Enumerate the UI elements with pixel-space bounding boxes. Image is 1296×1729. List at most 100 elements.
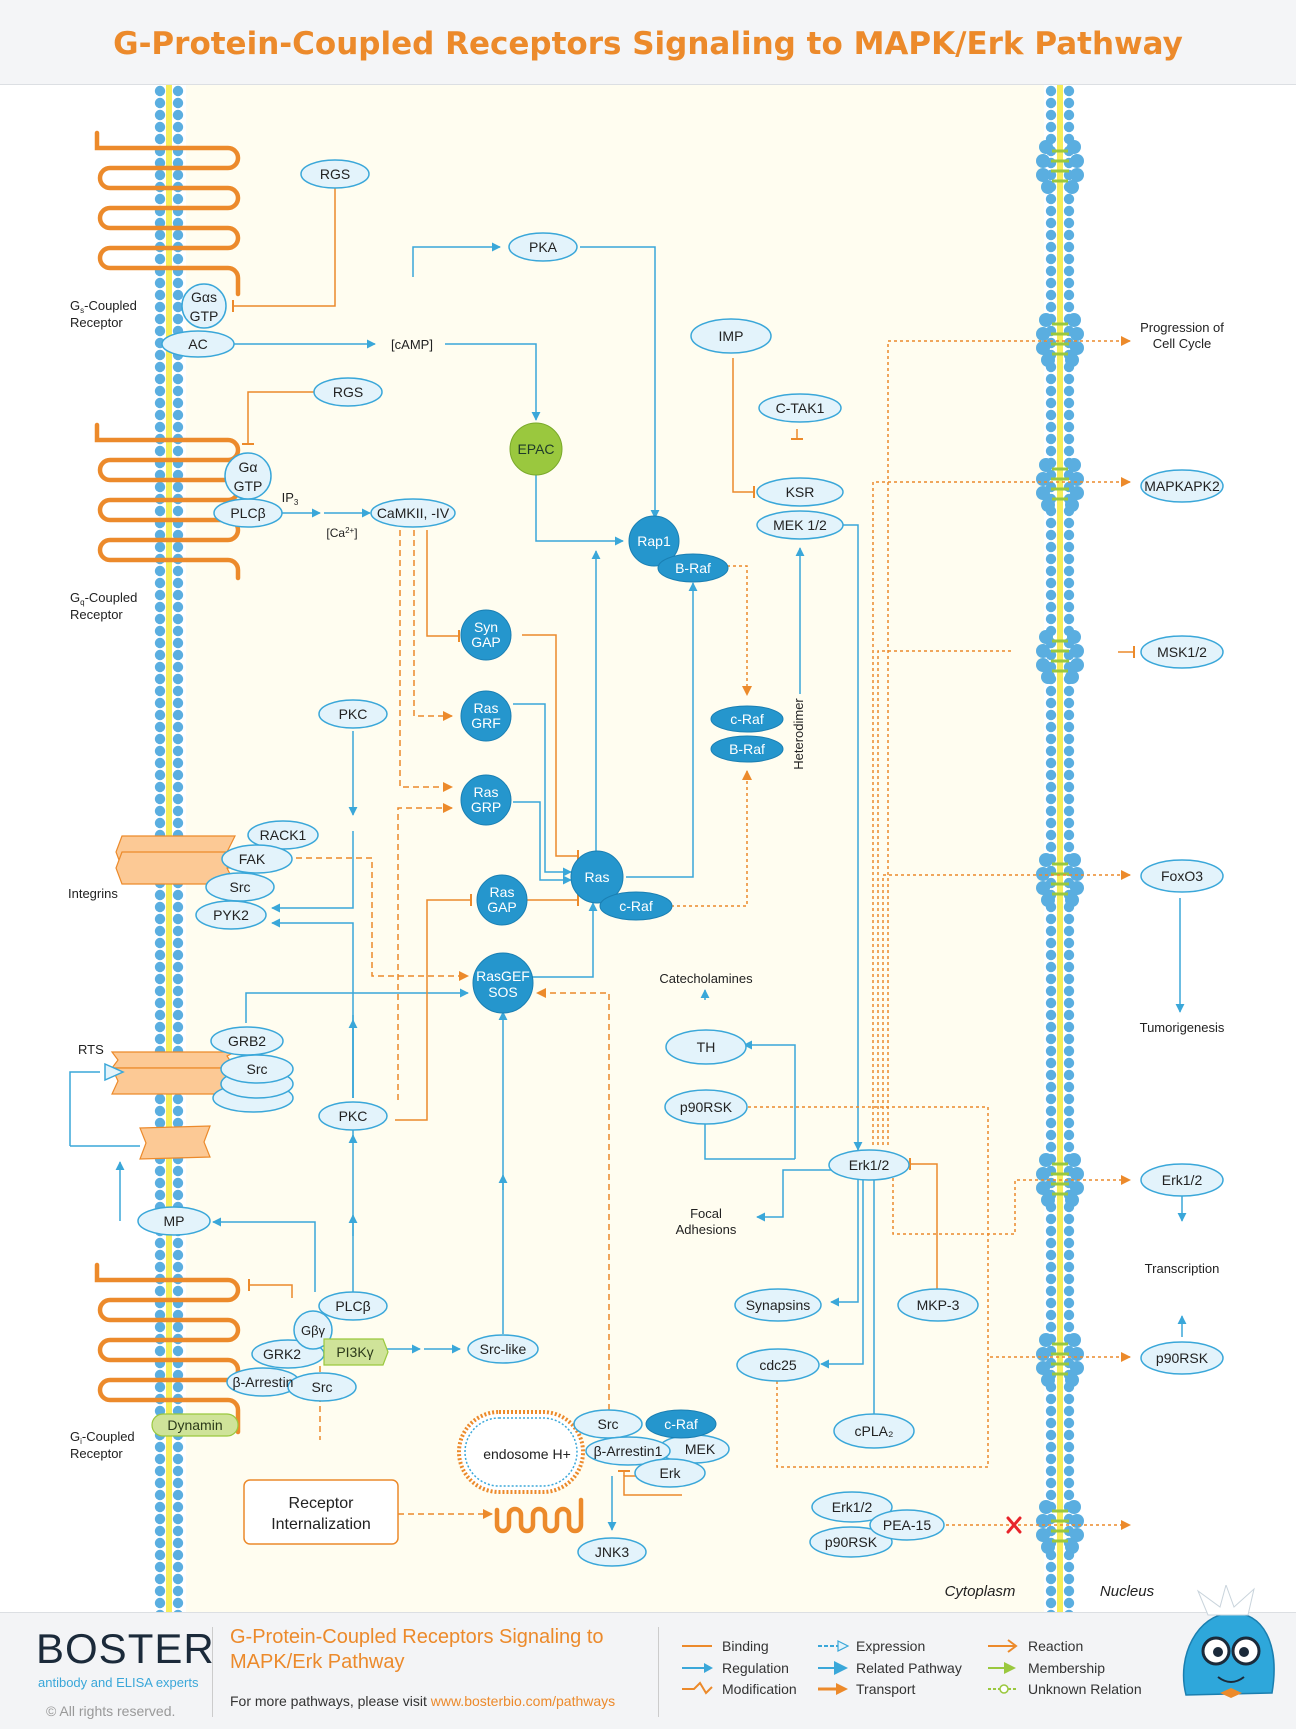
nucleus-label: Nucleus [1100, 1583, 1155, 1600]
header-bar [0, 0, 1296, 85]
camp-label: [cAMP] [391, 337, 433, 352]
nuclear-pore [1036, 140, 1084, 194]
cdc25-node [736, 1348, 820, 1382]
src-node-2 [220, 1054, 294, 1084]
footer-divider [212, 1627, 213, 1717]
rasgap-label-1: Ras [490, 884, 515, 900]
rts-triangle-icon [104, 1062, 125, 1082]
th-label: TH [697, 1039, 716, 1055]
synapsins-label: Synapsins [746, 1297, 811, 1313]
fak-label: FAK [239, 851, 266, 867]
rasgap-node [476, 874, 528, 926]
mascot-icon [1182, 1585, 1275, 1698]
p90rsk-node-nucleus [1140, 1341, 1224, 1375]
mkp3-node [897, 1288, 979, 1322]
pi3k-label: PI3Kγ [336, 1344, 373, 1360]
braf-label-hetero: B-Raf [729, 741, 765, 757]
gi-receptor-label-2: Receptor [70, 1446, 123, 1461]
integrins-label: Integrins [68, 886, 118, 901]
legend-modification: Modification [722, 1681, 797, 1697]
blocked-x-icon [1006, 1516, 1022, 1534]
pathway-diagram: RGS Gαs GTP AC [cAMP] PKA RGS Gα GTP PLC… [68, 85, 1225, 1612]
erk-label-bottom: Erk1/2 [832, 1499, 873, 1515]
src-label-2: Src [247, 1061, 268, 1077]
erk-node-bottom [811, 1491, 893, 1523]
ctak1-node [758, 393, 842, 423]
craf-node-hetero [710, 705, 784, 733]
syngap-label-2: GAP [471, 634, 501, 650]
footer-divider-2 [658, 1627, 659, 1717]
rgs-node-1 [300, 159, 370, 189]
ras-label: Ras [585, 869, 610, 885]
erk-label-center: Erk1/2 [849, 1157, 890, 1173]
mek12-node [756, 510, 844, 540]
msk12-node [1140, 635, 1224, 669]
src-label-endosome: Src [598, 1416, 619, 1432]
plcb-label-2: PLCβ [335, 1298, 370, 1314]
pi3k-node [323, 1338, 389, 1366]
pkc-label-2: PKC [339, 1108, 368, 1124]
legend-unknown-relation: Unknown Relation [1028, 1681, 1142, 1697]
footer-title-1: G-Protein-Coupled Receptors Signaling to [230, 1626, 604, 1648]
gby-node [293, 1310, 333, 1350]
nuclear-pore [1036, 1153, 1084, 1207]
erk-node-center [828, 1149, 910, 1181]
ctak1-label: C-TAK1 [776, 400, 825, 416]
cpla2-node [833, 1413, 915, 1449]
jnk3-node [577, 1537, 647, 1567]
craf-node-2 [599, 891, 673, 921]
rgs-label-1: RGS [320, 166, 350, 182]
pkc-label-1: PKC [339, 706, 368, 722]
ga-label: Gα [239, 459, 258, 475]
legend-transport: Transport [856, 1681, 916, 1697]
grb2-label: GRB2 [228, 1033, 266, 1049]
endosome-receptor-icon [494, 1497, 584, 1534]
gi-receptor-icon [94, 1262, 241, 1435]
legend-icons [682, 1639, 1018, 1695]
braf-node-hetero [710, 735, 784, 763]
plcb-node-2 [318, 1291, 388, 1321]
src-label-3: Src [312, 1379, 333, 1395]
fak-node [221, 844, 293, 874]
epac-label: EPAC [517, 441, 554, 457]
gas-gtp-label: GTP [190, 308, 219, 324]
b-arrestin1-label: β-Arrestin1 [594, 1443, 663, 1459]
pka-label: PKA [529, 239, 558, 255]
focal-label-2: Adhesions [676, 1222, 737, 1237]
legend-membership: Membership [1028, 1660, 1106, 1676]
src-like-node [467, 1334, 539, 1364]
mapkapk2-label: MAPKAPK2 [1144, 478, 1220, 494]
nuclear-pore [1036, 1500, 1084, 1554]
pka-node [508, 232, 578, 262]
catecholamines-label: Catecholamines [659, 971, 753, 986]
transcription-label: Transcription [1145, 1261, 1220, 1276]
gs-receptor-label: Gs-Coupled [70, 298, 137, 315]
heterodimer-label: Heterodimer [791, 698, 806, 770]
rasgrf-label-1: Ras [474, 700, 499, 716]
endosome-label: endosome H+ [483, 1446, 571, 1462]
nuclear-pore [1036, 630, 1084, 684]
ksr-node [756, 477, 844, 507]
reaction-arrow-icon [988, 1639, 1018, 1653]
erk-label-endosome: Erk [660, 1465, 682, 1481]
pathways-link[interactable]: www.bosterbio.com/pathways [430, 1693, 616, 1709]
ac-node [161, 330, 235, 358]
rgs-label-2: RGS [333, 384, 363, 400]
ac-label: AC [188, 336, 207, 352]
src-like-label: Src-like [480, 1341, 527, 1357]
rasgrp-label-1: Ras [474, 784, 499, 800]
gas-gtp-node [181, 283, 227, 329]
dynamin-label: Dynamin [167, 1417, 222, 1433]
rts-label: RTS [78, 1042, 104, 1057]
receptor-int-label-2: Internalization [271, 1516, 371, 1533]
gs-receptor-label-2: Receptor [70, 315, 123, 330]
b-arrestin-label: β-Arrestin [233, 1374, 294, 1390]
footer-visit: For more pathways, please visit www.bost… [230, 1693, 616, 1709]
mek-label-endosome: MEK [685, 1441, 716, 1457]
rasgef-label-1: RasGEF [476, 968, 530, 984]
rasgrf-node [460, 690, 512, 742]
craf-label-endosome: c-Raf [664, 1416, 698, 1432]
mek12-label: MEK 1/2 [773, 517, 827, 533]
legend-related-pathway: Related Pathway [856, 1660, 962, 1676]
p90rsk-node-bottom [809, 1526, 893, 1558]
